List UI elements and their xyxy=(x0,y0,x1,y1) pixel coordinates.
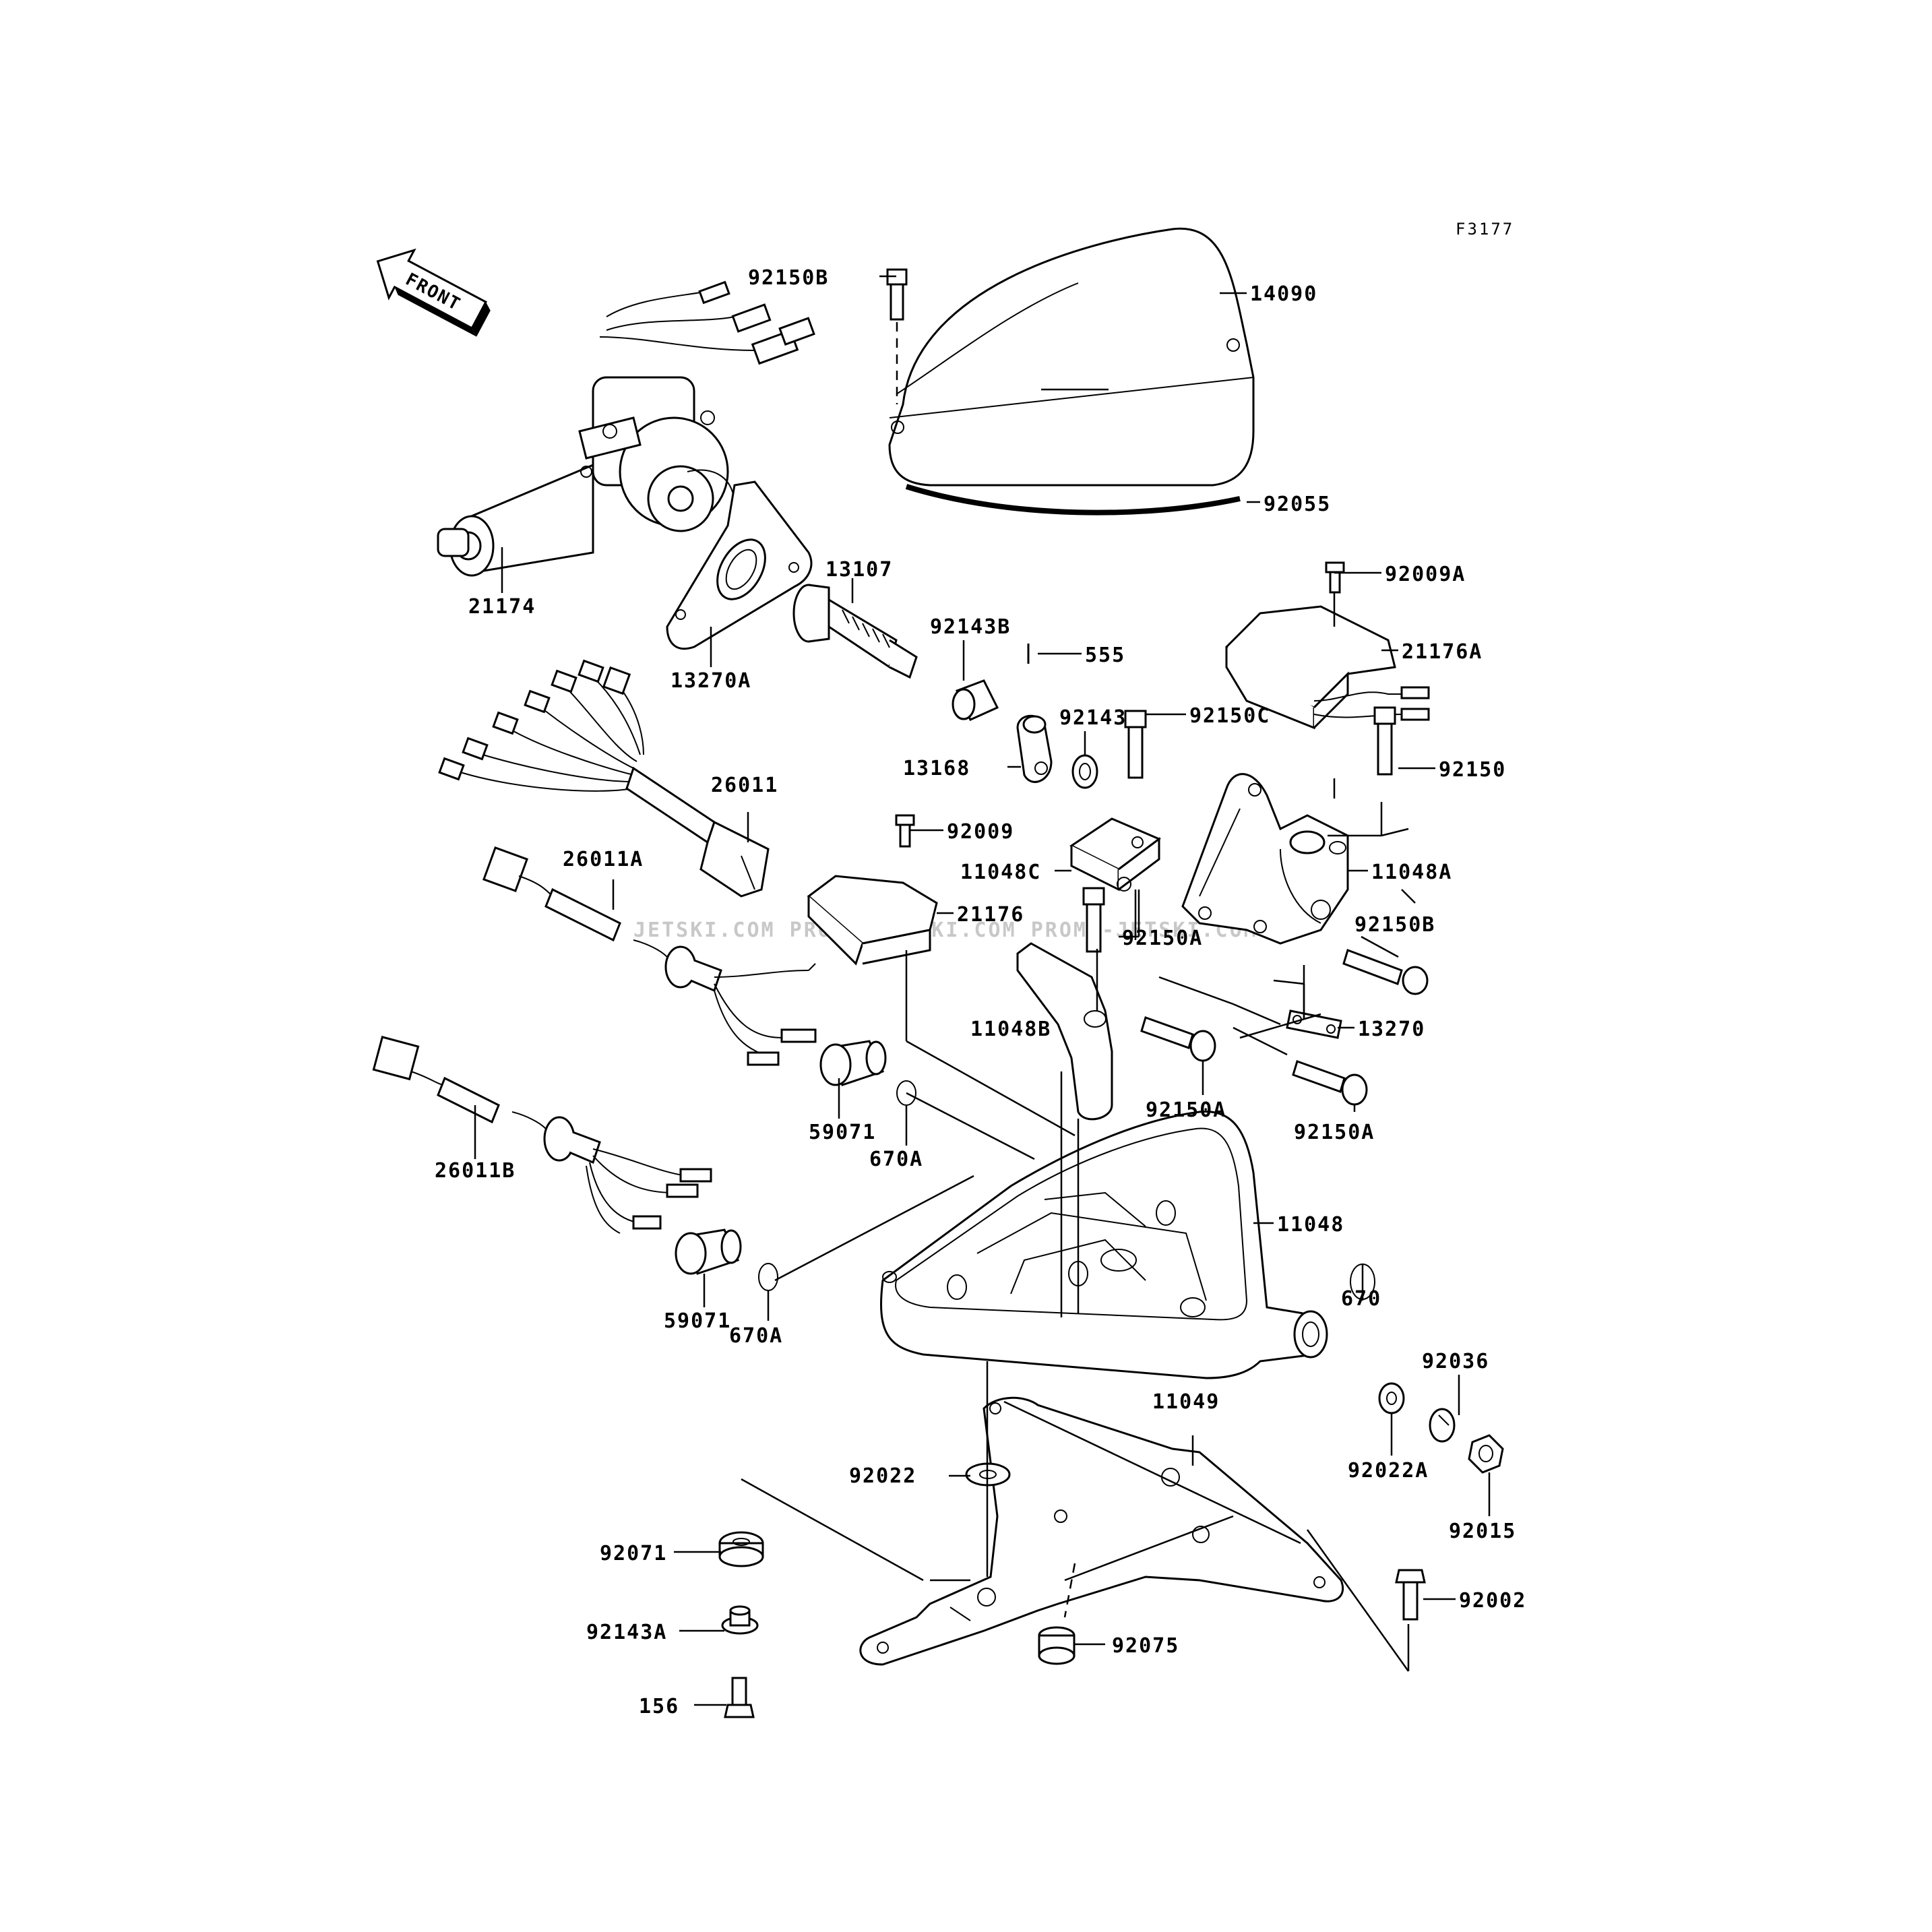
part-92075-damper xyxy=(1038,1626,1076,1665)
label-92143A: 92143A xyxy=(586,1621,667,1644)
label-21174: 21174 xyxy=(468,595,536,619)
part-670A-oring-lower xyxy=(758,1263,778,1291)
label-13270A: 13270A xyxy=(671,669,751,693)
label-92150B-top: 92150B xyxy=(748,266,829,290)
front-arrow-icon: FRONT xyxy=(376,248,491,337)
part-11048-housing xyxy=(880,1111,1328,1379)
part-92002-bolt xyxy=(1395,1569,1426,1621)
part-92150B-bolt-right xyxy=(1342,949,1429,995)
label-92075: 92075 xyxy=(1112,1634,1179,1658)
label-92150B-right: 92150B xyxy=(1354,913,1435,937)
part-21174-motor xyxy=(437,280,815,577)
part-92009A-screw xyxy=(1325,561,1345,594)
part-92143A-collar xyxy=(721,1605,759,1635)
part-92015-nut xyxy=(1468,1434,1504,1474)
label-92150: 92150 xyxy=(1439,758,1506,782)
label-92150A-3: 92150A xyxy=(1294,1121,1375,1144)
part-13270A-gasket xyxy=(666,480,813,650)
label-11048C: 11048C xyxy=(960,861,1041,884)
label-555: 555 xyxy=(1085,644,1125,667)
part-92022A-washer xyxy=(1378,1382,1405,1414)
part-156-bolt xyxy=(724,1677,755,1718)
label-26011B: 26011B xyxy=(435,1159,516,1183)
label-156: 156 xyxy=(639,1695,679,1718)
label-11049: 11049 xyxy=(1152,1390,1220,1414)
label-92150C: 92150C xyxy=(1189,704,1270,728)
label-26011A: 26011A xyxy=(563,848,644,871)
part-13107-shaft xyxy=(792,584,918,679)
part-92150A-bolt-1 xyxy=(1082,887,1105,953)
watermark: JETSKI.COM PROMO-JETSKI.COM PROMO-JETSKI… xyxy=(633,918,1258,942)
callout-labels: 92150B 14090 92055 21174 13107 13270A 92… xyxy=(435,266,1526,1718)
part-21176A-module xyxy=(1225,605,1430,730)
label-92150A-2: 92150A xyxy=(1146,1098,1226,1122)
part-59071-sensor-upper xyxy=(819,1040,887,1086)
label-670: 670 xyxy=(1341,1287,1381,1311)
label-92036: 92036 xyxy=(1422,1350,1489,1373)
label-14090: 14090 xyxy=(1250,282,1317,306)
part-11048C-clamp xyxy=(1069,817,1161,892)
label-92009: 92009 xyxy=(947,820,1014,844)
part-26011A-sensor-lead xyxy=(482,846,817,1066)
assembly-lines xyxy=(474,275,1491,1706)
part-92150A-bolt-2 xyxy=(1140,1016,1216,1062)
part-13270-plate xyxy=(1286,1009,1342,1039)
label-59071-upper: 59071 xyxy=(809,1121,876,1144)
label-92143B: 92143B xyxy=(930,615,1011,639)
part-11049-plate xyxy=(859,1396,1344,1666)
label-92143: 92143 xyxy=(1059,706,1127,730)
label-92009A: 92009A xyxy=(1385,563,1466,586)
part-11048B-lever xyxy=(1016,942,1113,1121)
label-92022: 92022 xyxy=(849,1464,916,1488)
part-92143B-bushing xyxy=(952,679,999,721)
label-92022A: 92022A xyxy=(1348,1459,1429,1483)
label-670A-lower: 670A xyxy=(729,1324,783,1348)
part-92036-lockwasher xyxy=(1429,1408,1456,1443)
part-21176-module xyxy=(807,875,938,966)
part-59071-sensor-lower xyxy=(675,1228,742,1275)
label-21176: 21176 xyxy=(957,903,1024,927)
label-11048A: 11048A xyxy=(1371,861,1452,884)
figure-code: F3177 xyxy=(1456,220,1514,239)
label-21176A: 21176A xyxy=(1402,640,1483,664)
part-92150-bolt xyxy=(1373,706,1396,776)
part-26011B-sensor-lead xyxy=(372,1036,712,1234)
part-92150A-bolt-3 xyxy=(1292,1060,1368,1106)
part-92150C-bolt xyxy=(1124,710,1147,779)
label-59071-lower: 59071 xyxy=(664,1309,731,1333)
part-92071-grommet xyxy=(718,1531,764,1567)
part-13168-arm xyxy=(1016,714,1053,783)
part-14090-cover xyxy=(888,227,1255,516)
label-11048B: 11048B xyxy=(970,1018,1051,1041)
part-92009-screw xyxy=(895,814,915,848)
label-92150A-1: 92150A xyxy=(1122,927,1203,950)
label-13168: 13168 xyxy=(903,757,970,780)
part-26011-harness xyxy=(438,659,770,898)
label-26011: 26011 xyxy=(711,774,778,797)
label-92071: 92071 xyxy=(600,1542,667,1565)
part-92143-washer xyxy=(1071,754,1098,789)
part-11048A-bracket xyxy=(1181,773,1349,945)
label-92055: 92055 xyxy=(1264,493,1331,516)
label-92015: 92015 xyxy=(1449,1520,1516,1543)
label-13107: 13107 xyxy=(825,558,893,582)
part-92150B-bolt-top xyxy=(886,268,908,404)
label-11048: 11048 xyxy=(1277,1213,1344,1237)
label-92002: 92002 xyxy=(1459,1589,1526,1613)
label-670A-upper: 670A xyxy=(869,1148,923,1171)
label-13270: 13270 xyxy=(1358,1018,1425,1041)
